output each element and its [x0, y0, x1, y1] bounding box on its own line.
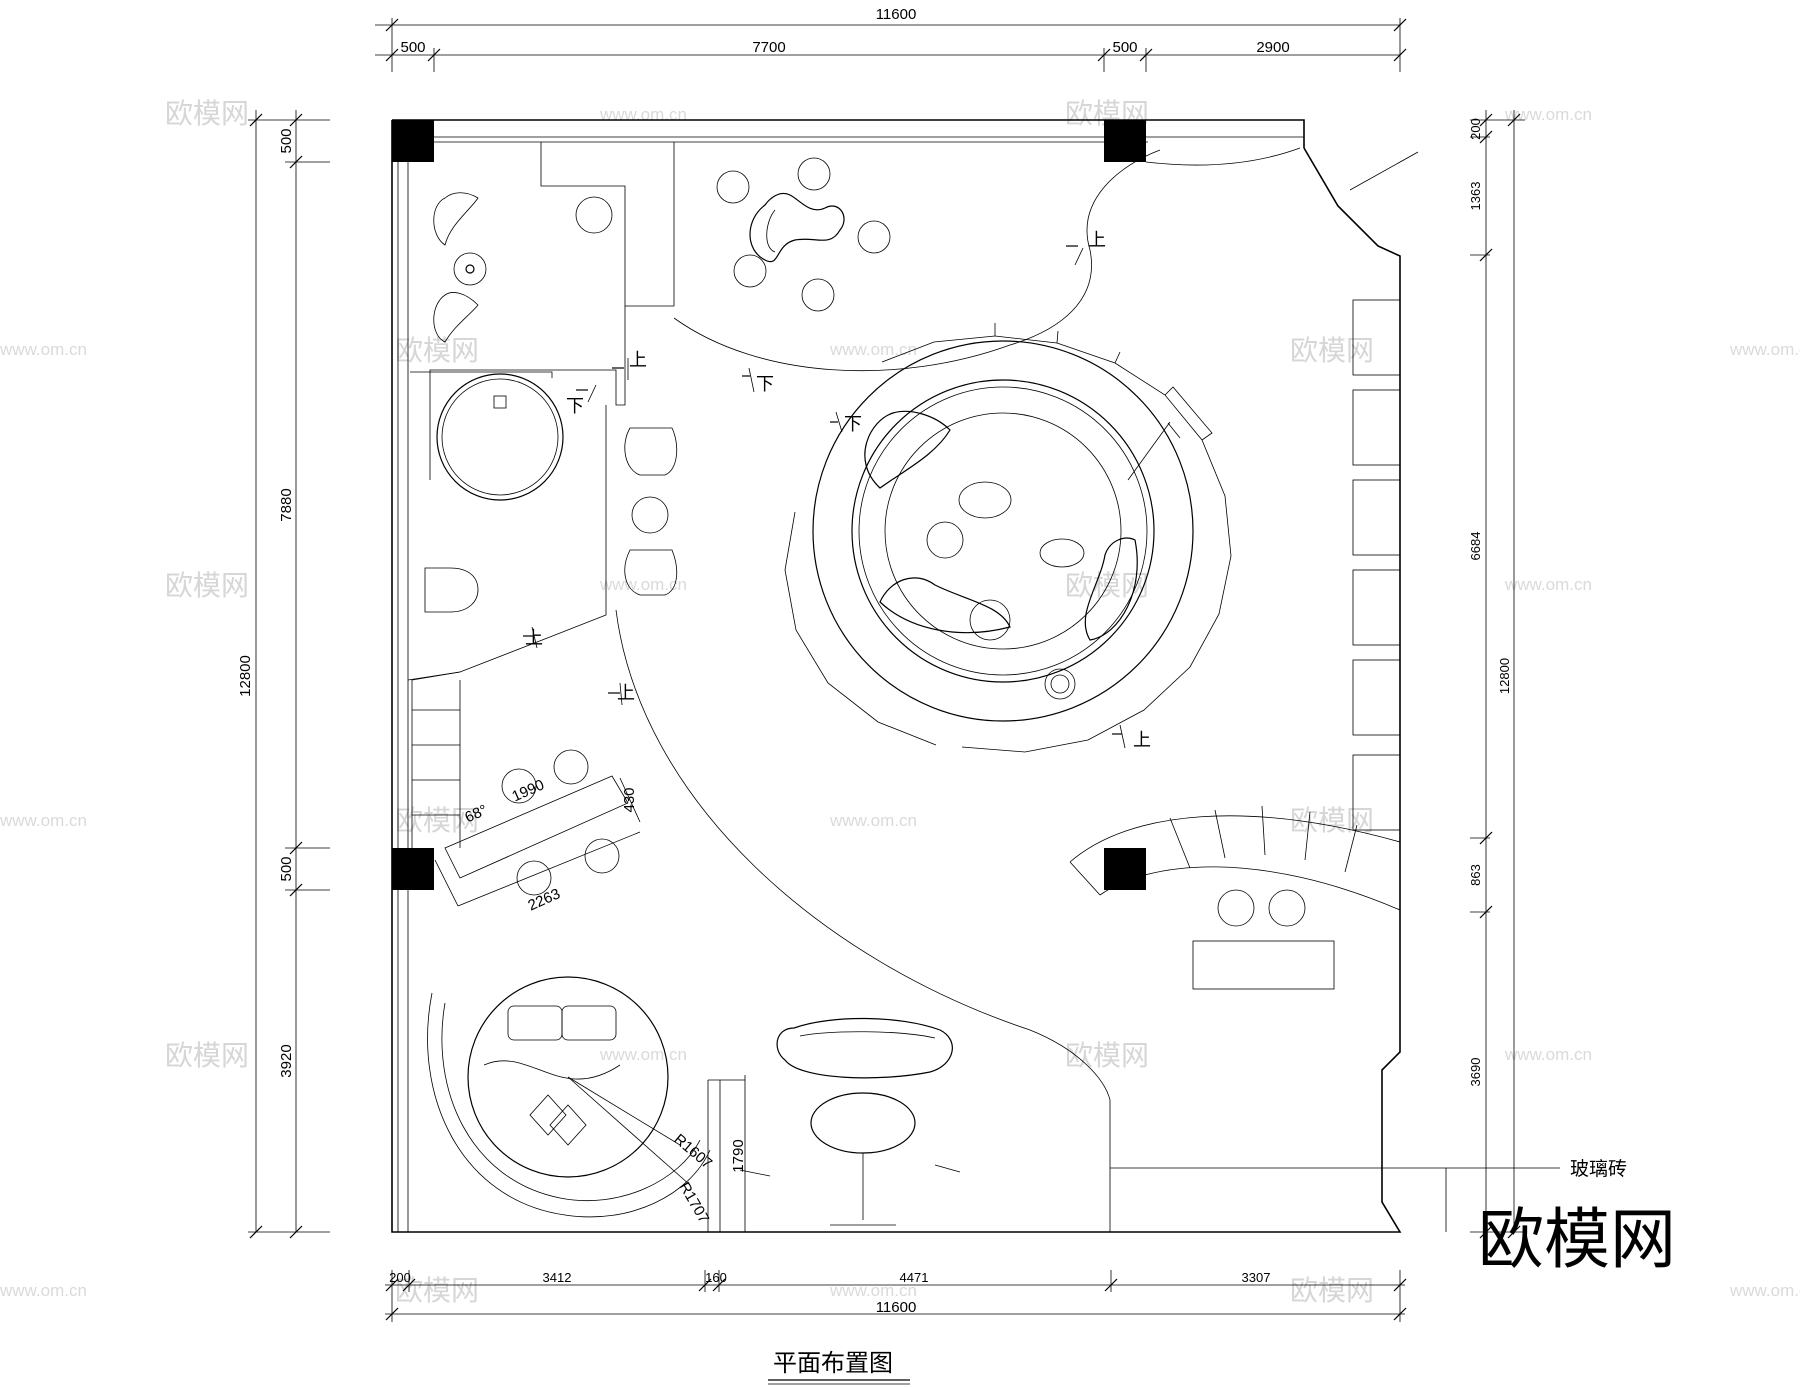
sofa-group	[739, 1017, 961, 1226]
dimension-left-total: 12800	[237, 655, 254, 697]
level-mark-up: 上	[525, 628, 543, 649]
dimension-top-total: 11600	[876, 6, 917, 23]
level-mark-up: 上	[1088, 230, 1106, 251]
watermark-url: www.om.cn	[0, 340, 87, 359]
watermark-url: www.om.cn	[829, 1281, 917, 1300]
watermark-brand: 欧模网	[1290, 1274, 1374, 1307]
watermark-url: www.om.cn	[1729, 340, 1800, 359]
top-dimension-chain: 11600 500 7700 500 2900	[375, 6, 1407, 72]
watermark-url: www.om.cn	[0, 811, 87, 830]
dimension-bottom-seg-3: 160	[705, 1270, 727, 1285]
round-lounge	[812, 340, 1194, 722]
left-dimension-chain: 12800 500 7880 500 3920	[237, 110, 330, 1239]
watermark-brand: 欧模网	[165, 569, 249, 602]
dimension-top-seg-2: 7700	[752, 39, 785, 56]
dimension-bottom-seg-4: 4471	[900, 1270, 929, 1285]
right-side-features: 玻璃砖	[1069, 299, 1627, 1232]
watermark-brand: 欧模网	[1290, 334, 1374, 367]
watermark-brand: 欧模网	[395, 334, 479, 367]
material-label-glass-brick: 玻璃砖	[1570, 1158, 1627, 1180]
structural-column	[1104, 848, 1146, 890]
watermark-url: www.om.cn	[599, 105, 687, 124]
dimension-right-seg-3: 6684	[1468, 532, 1483, 561]
drawing-title: 平面布置图	[773, 1349, 893, 1377]
dimension-right-seg-2: 1363	[1468, 182, 1483, 211]
dimension-top-seg-1: 500	[400, 39, 425, 56]
structural-column	[392, 120, 434, 162]
watermark-url: www.om.cn	[1729, 1281, 1800, 1300]
watermark-url: www.om.cn	[599, 575, 687, 594]
dimension-bottom-seg-1: 200	[389, 1270, 411, 1285]
level-markers: 上 上 下 下 下 上 上 上	[523, 230, 1151, 751]
dimension-top-seg-3: 500	[1112, 39, 1137, 56]
dimension-bottom-total: 11600	[876, 1299, 917, 1316]
watermark-url: www.om.cn	[1504, 575, 1592, 594]
dimension-bar-length-b: 2263	[525, 885, 562, 914]
lounge-steps	[784, 323, 1232, 753]
dimension-bottom-seg-5: 3307	[1242, 1270, 1271, 1285]
dimension-top-seg-4: 2900	[1256, 39, 1289, 56]
bottom-dimension-chain: 200 3412 160 4471 3307 11600	[385, 1270, 1407, 1322]
structural-column	[1104, 120, 1146, 162]
watermark-url: www.om.cn	[0, 1281, 87, 1300]
watermark-brand: 欧模网	[395, 804, 479, 837]
level-mark-down: 下	[566, 396, 584, 417]
dimension-bar-length-a: 1990	[509, 776, 546, 805]
watermark-url: www.om.cn	[599, 1045, 687, 1064]
watermark-logo: 欧模网	[1478, 1201, 1676, 1278]
dimension-right-seg-4: 863	[1468, 864, 1483, 886]
dimension-bed-radius-outer: R1707	[675, 1179, 712, 1226]
dimension-right-total: 12800	[1497, 658, 1512, 694]
round-bed-area: R1607 R1707 1790	[427, 976, 747, 1226]
left-rooms-fixtures	[424, 373, 678, 613]
dimension-bar-depth: 430	[621, 787, 638, 812]
level-mark-down: 下	[844, 414, 862, 435]
dimension-left-seg-4: 3920	[278, 1044, 295, 1077]
level-mark-up: 上	[629, 350, 647, 371]
level-mark-up: 上	[1133, 730, 1151, 751]
dimension-left-seg-1: 500	[278, 128, 295, 153]
watermark-url: www.om.cn	[1504, 105, 1592, 124]
structural-column	[392, 848, 434, 890]
watermark-brand: 欧模网	[1065, 1039, 1149, 1072]
watermark-brand: 欧模网	[165, 1039, 249, 1072]
level-mark-up: 上	[617, 683, 635, 704]
dimension-bottom-seg-2: 3412	[543, 1270, 572, 1285]
dimension-bed-radius-inner: R1607	[670, 1131, 715, 1172]
dimension-right-seg-5: 3690	[1468, 1058, 1483, 1087]
watermark-url: www.om.cn	[829, 340, 917, 359]
bar-counter: 1990 430 68° 2263	[434, 749, 641, 914]
dimension-door-width: 1790	[730, 1139, 747, 1172]
dimension-left-seg-2: 7880	[278, 488, 295, 521]
watermark-brand: 欧模网	[165, 97, 249, 130]
right-dimension-chain: 200 1363 6684 863 3690 12800	[1468, 110, 1525, 1239]
top-furniture	[433, 157, 891, 343]
interior-partitions	[407, 142, 1161, 1232]
building-envelope	[391, 119, 1419, 1233]
dimension-right-seg-1: 200	[1468, 118, 1483, 140]
watermark-url: www.om.cn	[1504, 1045, 1592, 1064]
watermark-layer: 欧模网 www.om.cn 欧模网 www.om.cn www.om.cn 欧模…	[0, 97, 1800, 1307]
watermark-url: www.om.cn	[829, 811, 917, 830]
dimension-left-seg-3: 500	[278, 856, 295, 881]
level-mark-down: 下	[756, 374, 774, 395]
